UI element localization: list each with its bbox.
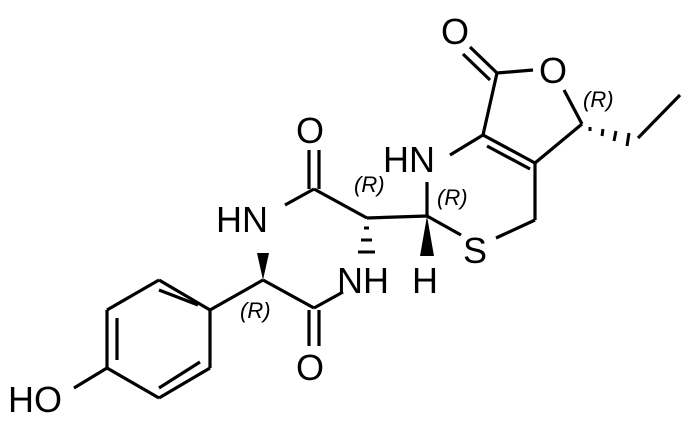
- atom-ho: HO: [8, 379, 62, 420]
- diketopiperazine-ring: [209, 150, 428, 346]
- atom-o-bottom: O: [296, 347, 324, 388]
- atom-nh-dkp: NH: [337, 260, 389, 301]
- atom-hn-dkp: HN: [216, 199, 268, 240]
- atom-hn-thiazine: HN: [383, 139, 435, 180]
- atom-o-lactone-exo: O: [441, 11, 469, 52]
- phenol-ring: [73, 278, 212, 400]
- stereo-label-dkp-upper: (R): [354, 172, 385, 197]
- atom-h-spiro: H: [412, 260, 438, 301]
- thiazine-ring: [420, 133, 537, 256]
- atom-o-lactone-ring: O: [539, 50, 567, 91]
- stereo-label-spiro: (R): [437, 185, 468, 210]
- stereo-label-dkp-lower: (R): [240, 298, 271, 323]
- lactone-ring: [461, 45, 682, 165]
- atom-s: S: [463, 230, 487, 271]
- stereo-label-lactone: (R): [583, 87, 614, 112]
- atom-o-top: O: [296, 110, 324, 151]
